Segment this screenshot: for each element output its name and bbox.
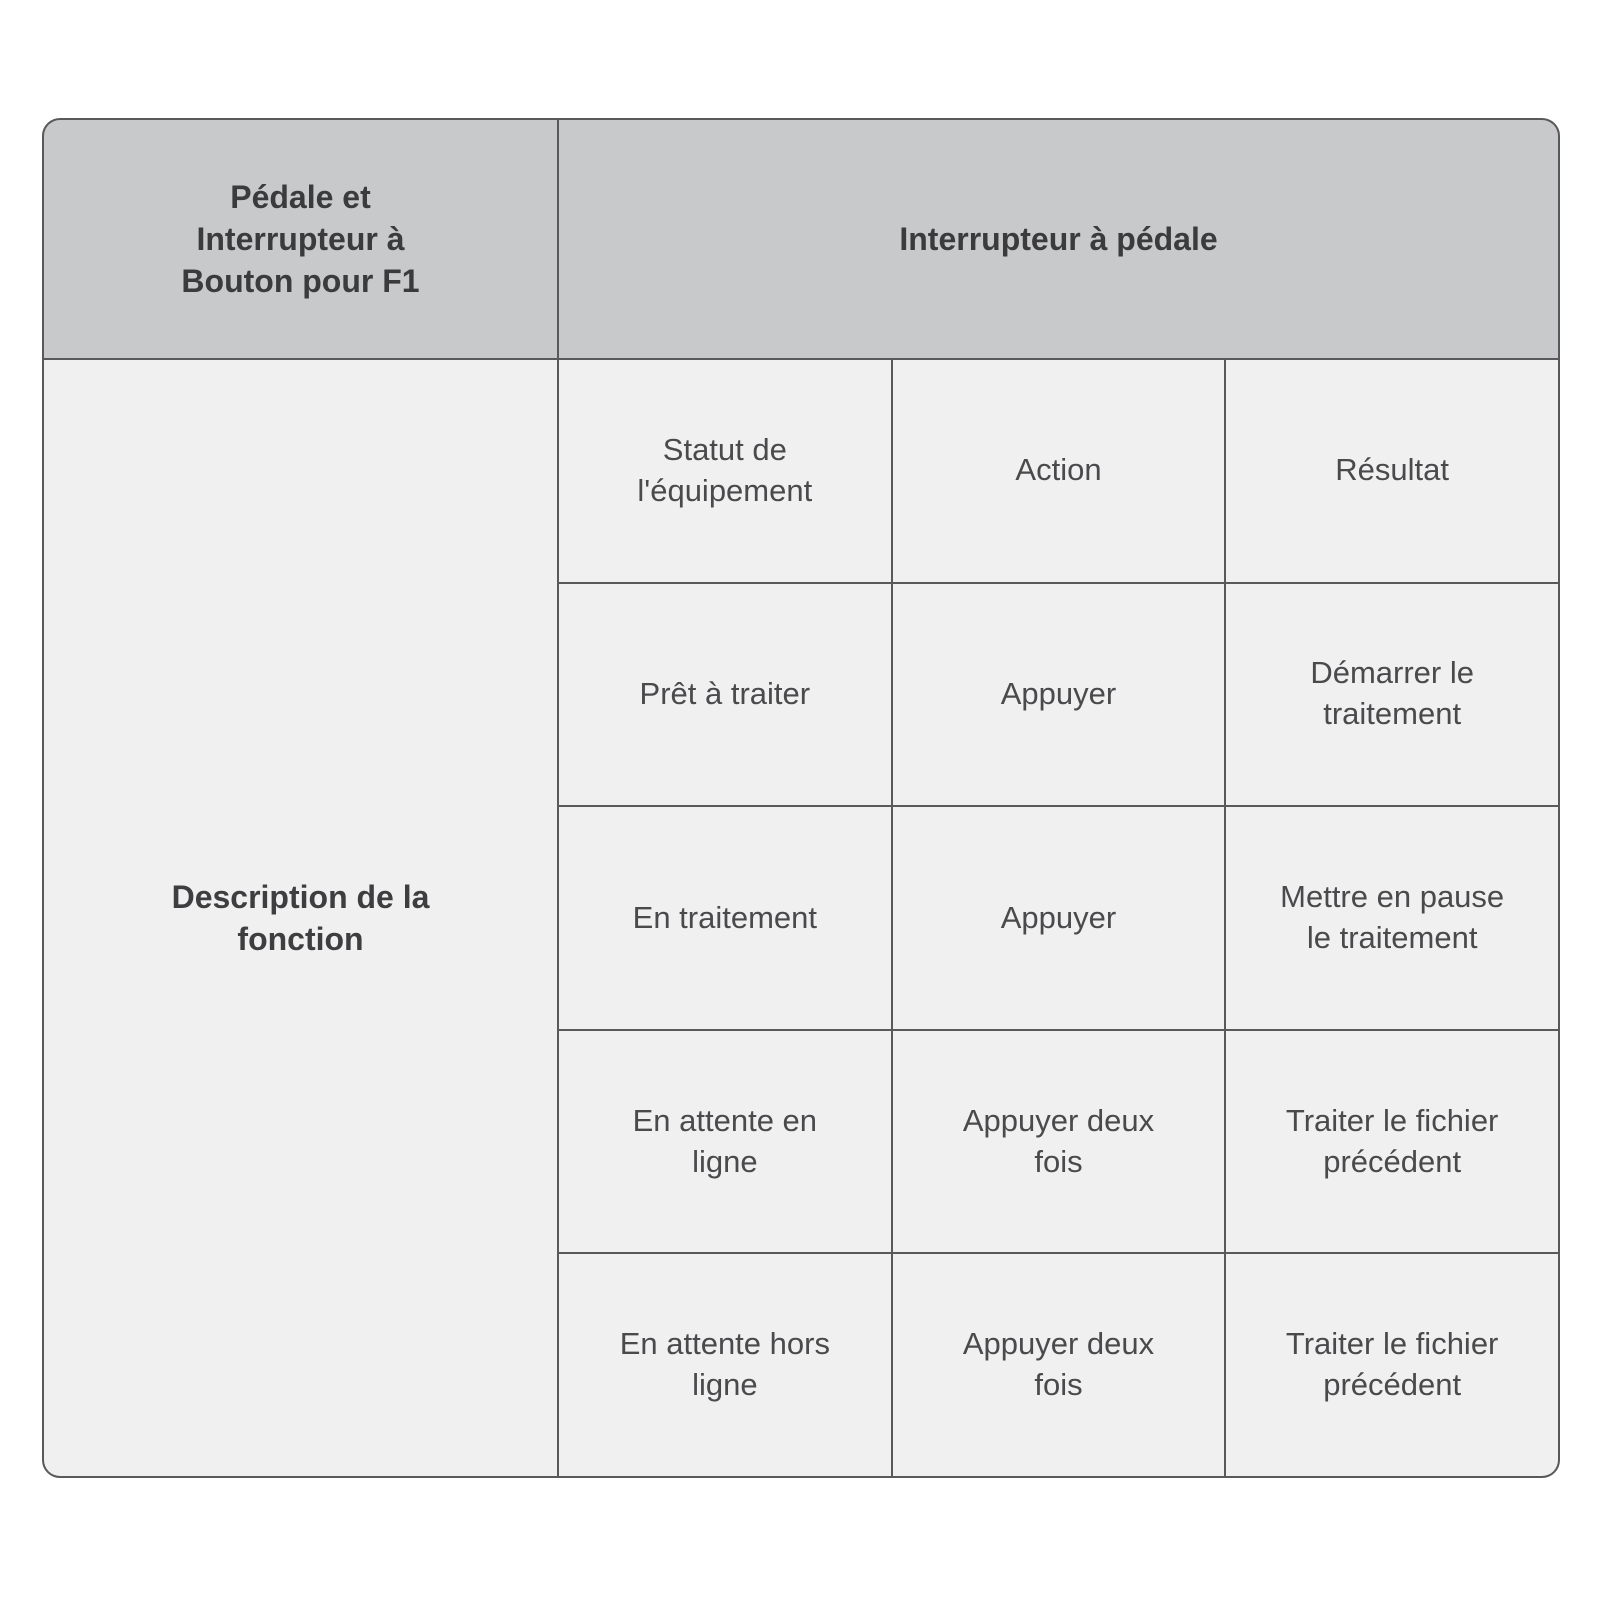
table-cell-statut: En attente en ligne [559, 1030, 891, 1253]
table-cell-action: Appuyer deux fois [892, 1254, 1225, 1476]
column-header-resultat: Résultat [1226, 360, 1558, 582]
cell-text: Appuyer [1000, 899, 1117, 935]
column-header-statut: Statut de l'équipement [559, 360, 891, 582]
table-cell-resultat: Démarrer le traitement [1226, 583, 1558, 806]
cell-text: Appuyer [1000, 675, 1117, 711]
table-cell-resultat: Mettre en pause le traitement [1226, 807, 1558, 1029]
cell-text: En attente en ligne [632, 1102, 818, 1179]
column-header-action-label: Action [1015, 452, 1102, 488]
corner-header-cell: Pédale et Interrupteur à Bouton pour F1 [44, 120, 557, 358]
cell-text: Démarrer le traitement [1310, 655, 1474, 732]
function-description-label: Description de la fonction [171, 878, 430, 957]
group-header-label: Interrupteur à pédale [899, 220, 1218, 257]
cell-text: Appuyer deux fois [962, 1326, 1155, 1403]
cell-text: Prêt à traiter [639, 675, 811, 711]
table-cell-action: Appuyer [892, 807, 1225, 1029]
cell-text: En attente hors ligne [619, 1326, 830, 1403]
column-header-statut-label: Statut de l'équipement [637, 431, 813, 508]
column-header-resultat-label: Résultat [1335, 452, 1450, 488]
cell-text: Traiter le fichier précédent [1285, 1102, 1499, 1179]
table-cell-statut: Prêt à traiter [559, 583, 891, 806]
table-cell-resultat: Traiter le fichier précédent [1226, 1254, 1558, 1476]
corner-header-label: Pédale et Interrupteur à Bouton pour F1 [181, 178, 420, 300]
table-cell-statut: En attente hors ligne [559, 1254, 891, 1476]
cell-text: Mettre en pause le traitement [1280, 879, 1505, 955]
group-header-cell: Interrupteur à pédale [559, 120, 1558, 358]
cell-text: Appuyer deux fois [962, 1102, 1155, 1179]
pedal-function-table: Pédale et Interrupteur à Bouton pour F1 … [42, 118, 1560, 1478]
cell-text: Traiter le fichier précédent [1285, 1326, 1499, 1403]
table-cell-statut: En traitement [559, 807, 891, 1029]
cell-text: En traitement [632, 899, 818, 935]
column-header-action: Action [892, 360, 1225, 582]
table-cell-action: Appuyer deux fois [892, 1030, 1225, 1253]
table-cell-action: Appuyer [892, 583, 1225, 806]
table-cell-resultat: Traiter le fichier précédent [1226, 1030, 1558, 1253]
function-description-cell: Description de la fonction [44, 360, 557, 1476]
